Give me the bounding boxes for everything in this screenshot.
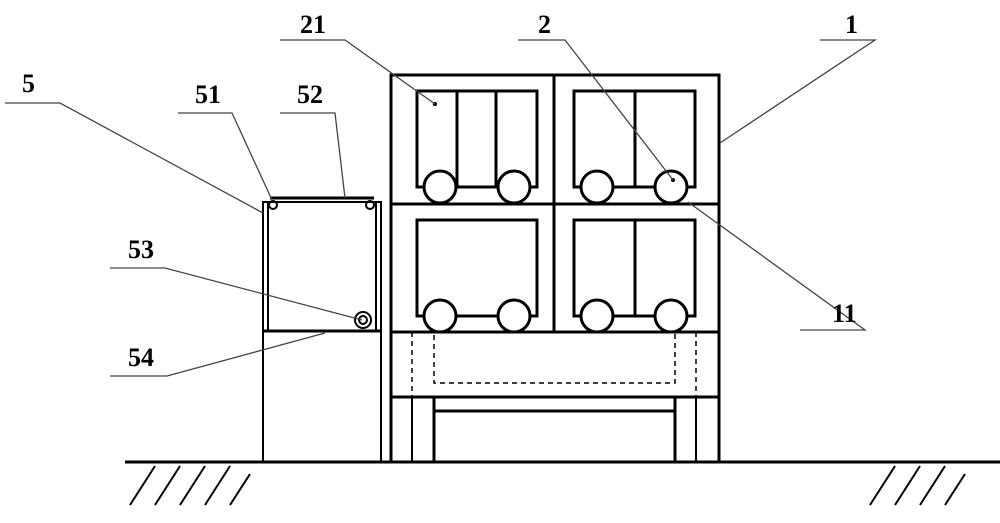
- ground: [125, 460, 1000, 506]
- ground-hatch-right: [869, 465, 966, 506]
- vehicle-top-right: [572, 89, 697, 205]
- label-52: 52: [297, 80, 323, 109]
- label-5: 5: [22, 69, 35, 98]
- side-cabinet: [262, 196, 382, 463]
- leader-lines: [5, 39, 878, 377]
- parking-frame: [389, 73, 721, 464]
- label-2: 2: [538, 10, 551, 39]
- label-1: 1: [845, 10, 858, 39]
- vehicle-top-left: [415, 89, 539, 205]
- label-11: 11: [832, 299, 857, 328]
- ground-hatch-left: [129, 465, 251, 506]
- label-54: 54: [128, 343, 154, 372]
- label-21: 21: [300, 10, 326, 39]
- vehicle-bottom-right: [572, 218, 697, 334]
- label-51: 51: [195, 80, 221, 109]
- vehicle-bottom-left: [415, 218, 539, 334]
- label-53: 53: [128, 235, 154, 264]
